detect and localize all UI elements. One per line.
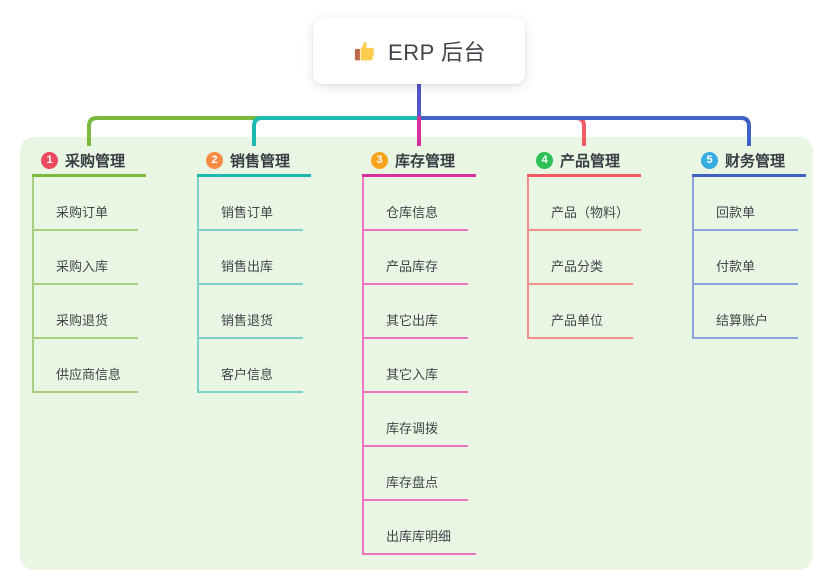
branch-title[interactable]: 4 产品管理 <box>527 146 641 177</box>
branch-item-label: 销售订单 <box>221 205 274 220</box>
branch-item-label: 付款单 <box>716 259 756 274</box>
item-underline <box>197 283 303 285</box>
branch-item[interactable]: 回款单 <box>692 177 806 231</box>
branch-item[interactable]: 采购订单 <box>32 177 146 231</box>
branch-item[interactable]: 产品分类 <box>527 231 641 285</box>
branch-item[interactable]: 其它入库 <box>362 339 476 393</box>
root-node[interactable]: ERP 后台 <box>313 18 525 84</box>
branch-number-badge: 3 <box>371 151 388 169</box>
item-underline <box>362 391 468 393</box>
branch-product: 4 产品管理 产品（物料） 产品分类 产品单位 <box>527 146 641 339</box>
thumbs-up-icon <box>352 38 378 64</box>
branch-item[interactable]: 产品（物料） <box>527 177 641 231</box>
branch-title[interactable]: 5 财务管理 <box>692 146 806 177</box>
branch-number-badge: 4 <box>536 151 553 169</box>
branch-item[interactable]: 付款单 <box>692 231 806 285</box>
branch-item-label: 出库库明细 <box>386 529 452 544</box>
column-line <box>197 177 199 393</box>
branch-number-badge: 5 <box>701 151 718 169</box>
branch-item-label: 库存盘点 <box>386 475 439 490</box>
branch-item[interactable]: 其它出库 <box>362 285 476 339</box>
branch-item[interactable]: 客户信息 <box>197 339 311 393</box>
branch-item[interactable]: 采购入库 <box>32 231 146 285</box>
item-underline <box>362 283 468 285</box>
branch-item[interactable]: 供应商信息 <box>32 339 146 393</box>
column-line <box>527 177 529 339</box>
branch-items: 仓库信息 产品库存 其它出库 其它入库 库存调拨 库存盘点 出库库明细 <box>362 177 476 555</box>
item-underline <box>32 229 138 231</box>
column-line <box>692 177 694 339</box>
branch-inventory: 3 库存管理 仓库信息 产品库存 其它出库 其它入库 库存调拨 库存盘点 出库库… <box>362 146 476 555</box>
item-underline <box>692 229 798 231</box>
branch-title-label: 销售管理 <box>230 152 291 170</box>
branches-panel <box>20 137 813 570</box>
item-underline <box>362 499 468 501</box>
branch-item[interactable]: 销售订单 <box>197 177 311 231</box>
branch-number-badge: 1 <box>41 151 58 169</box>
column-line <box>32 177 34 393</box>
branch-item[interactable]: 出库库明细 <box>362 501 476 555</box>
branch-item-label: 采购订单 <box>56 205 109 220</box>
branch-title[interactable]: 1 采购管理 <box>32 146 146 177</box>
item-underline <box>197 229 303 231</box>
branch-title[interactable]: 3 库存管理 <box>362 146 476 177</box>
branch-item-label: 回款单 <box>716 205 756 220</box>
branch-item-label: 结算账户 <box>716 313 769 328</box>
branch-item-label: 客户信息 <box>221 367 274 382</box>
branch-finance: 5 财务管理 回款单 付款单 结算账户 <box>692 146 806 339</box>
branch-title[interactable]: 2 销售管理 <box>197 146 311 177</box>
item-underline <box>362 445 468 447</box>
branch-title-label: 库存管理 <box>395 152 456 170</box>
item-underline <box>527 229 641 231</box>
branch-item[interactable]: 库存调拨 <box>362 393 476 447</box>
branch-item-label: 产品（物料） <box>551 205 630 220</box>
branch-item[interactable]: 结算账户 <box>692 285 806 339</box>
item-underline <box>692 337 798 339</box>
branch-item[interactable]: 销售退货 <box>197 285 311 339</box>
branch-item-label: 采购入库 <box>56 259 109 274</box>
branch-number-badge: 2 <box>206 151 223 169</box>
branch-item-label: 其它入库 <box>386 367 439 382</box>
item-underline <box>32 391 138 393</box>
item-underline <box>32 283 138 285</box>
branch-item-label: 其它出库 <box>386 313 439 328</box>
item-underline <box>527 337 633 339</box>
branch-sales: 2 销售管理 销售订单 销售出库 销售退货 客户信息 <box>197 146 311 393</box>
branch-title-label: 采购管理 <box>65 152 126 170</box>
branch-items: 销售订单 销售出库 销售退货 客户信息 <box>197 177 311 393</box>
item-underline <box>527 283 633 285</box>
branch-item-label: 采购退货 <box>56 313 109 328</box>
branch-item-label: 产品单位 <box>551 313 604 328</box>
item-underline <box>362 337 468 339</box>
branch-item-label: 产品分类 <box>551 259 604 274</box>
item-underline <box>197 337 303 339</box>
branch-title-label: 财务管理 <box>725 152 786 170</box>
branch-item-label: 仓库信息 <box>386 205 439 220</box>
branch-item-label: 供应商信息 <box>56 367 122 382</box>
item-underline <box>197 391 303 393</box>
item-underline <box>362 229 468 231</box>
branch-items: 回款单 付款单 结算账户 <box>692 177 806 339</box>
item-underline <box>362 553 476 555</box>
branch-title-label: 产品管理 <box>560 152 621 170</box>
branch-item[interactable]: 产品单位 <box>527 285 641 339</box>
column-line <box>362 177 364 555</box>
root-title: ERP 后台 <box>388 40 486 65</box>
branch-item[interactable]: 库存盘点 <box>362 447 476 501</box>
branch-item[interactable]: 采购退货 <box>32 285 146 339</box>
branch-item-label: 库存调拨 <box>386 421 439 436</box>
branch-item-label: 销售退货 <box>221 313 274 328</box>
branch-item[interactable]: 销售出库 <box>197 231 311 285</box>
branch-item[interactable]: 仓库信息 <box>362 177 476 231</box>
branch-purchase: 1 采购管理 采购订单 采购入库 采购退货 供应商信息 <box>32 146 146 393</box>
item-underline <box>692 283 798 285</box>
branch-items: 采购订单 采购入库 采购退货 供应商信息 <box>32 177 146 393</box>
branch-item[interactable]: 产品库存 <box>362 231 476 285</box>
item-underline <box>32 337 138 339</box>
branch-item-label: 产品库存 <box>386 259 439 274</box>
branch-items: 产品（物料） 产品分类 产品单位 <box>527 177 641 339</box>
branch-item-label: 销售出库 <box>221 259 274 274</box>
